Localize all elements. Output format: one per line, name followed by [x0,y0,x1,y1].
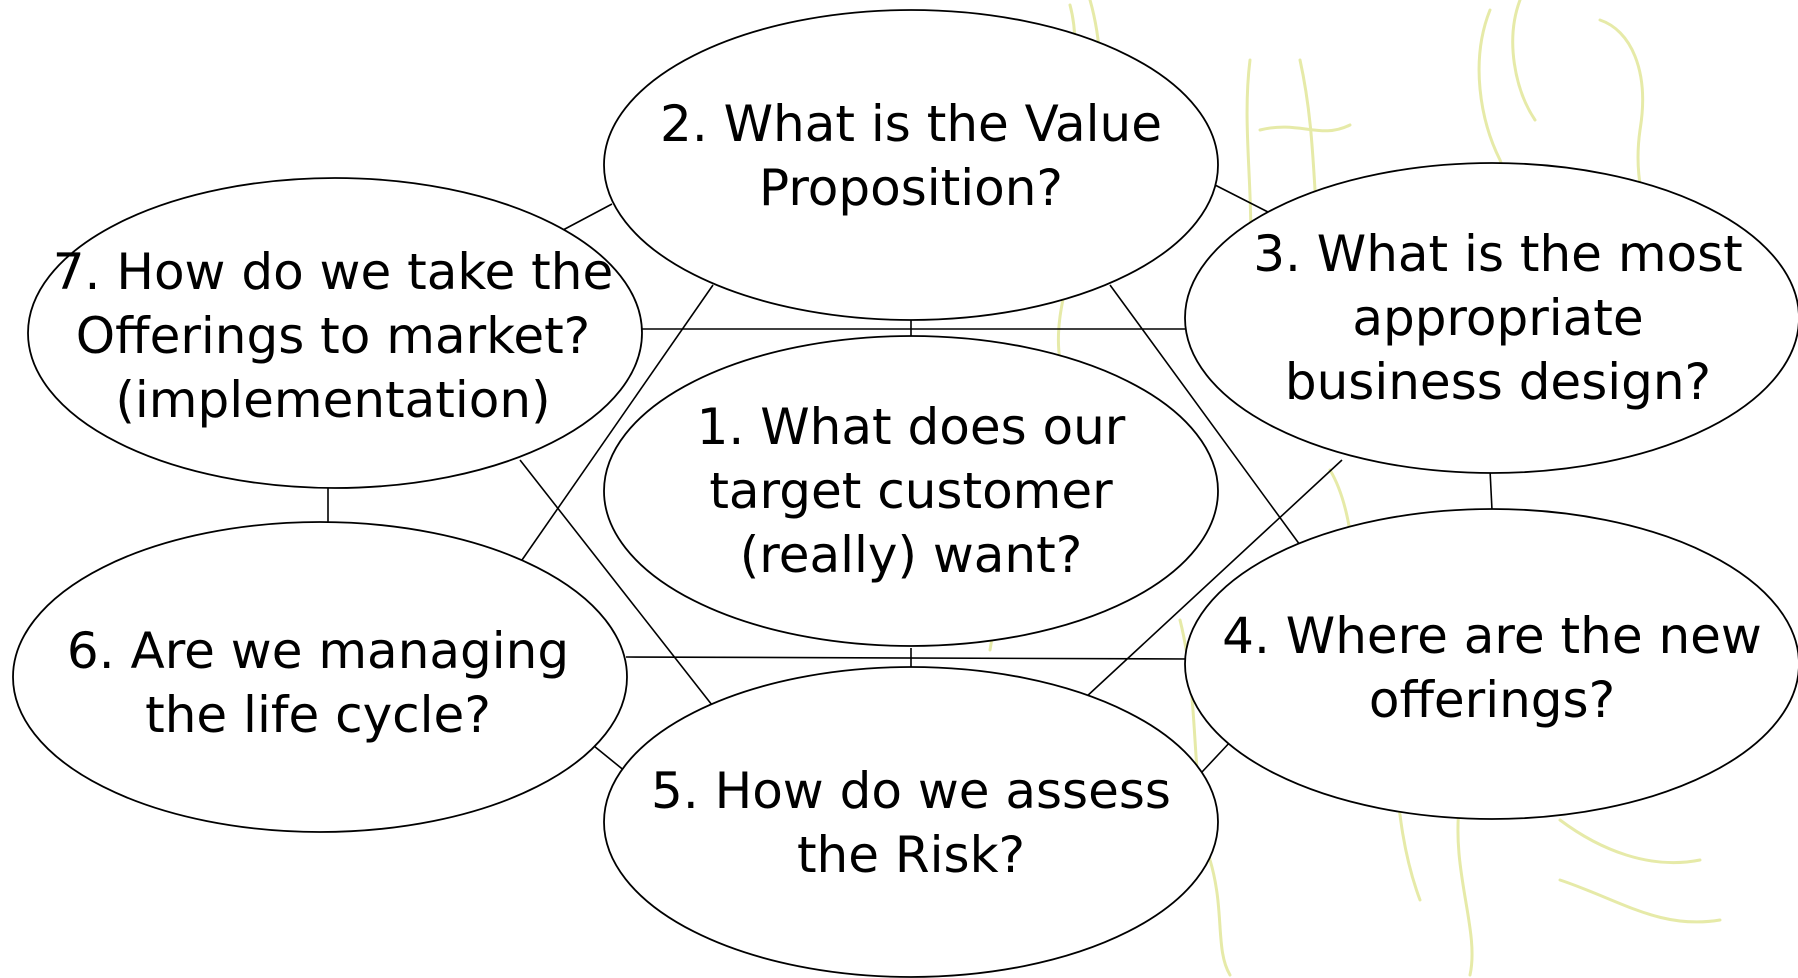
connector-line [562,203,613,231]
connector-line [1201,739,1233,773]
sketch-stroke [1558,818,1702,865]
node-label: 3. What is the most appropriate business d… [1253,225,1743,411]
node-label-line: appropriate [1352,289,1643,347]
node-business-design[interactable]: 3. What is the most appropriate business d… [1184,162,1798,474]
node-label-line: target customer [709,462,1113,520]
node-label: 6. Are we managing the life cycle? [67,622,569,744]
node-assess-risk[interactable]: 5. How do we assess the Risk? [603,666,1219,978]
connector-line [519,459,713,706]
node-label-line: (really) want? [740,526,1083,584]
node-label: 5. How do we assess the Risk? [651,762,1171,884]
connector-line [625,656,1193,660]
question-nodes: 1. What does our target customer (really) … [12,9,1798,978]
node-label-line: business design? [1285,353,1711,411]
sketch-stroke [1558,878,1722,924]
node-label-line: the life cycle? [145,686,491,744]
sketch-stroke [1258,123,1352,133]
node-label: 4. Where are the new offerings? [1222,607,1762,729]
node-ellipse [603,666,1219,978]
node-label-line: 1. What does our [697,398,1126,456]
connector-lines [327,184,1493,773]
connector-line [1489,469,1493,511]
connector-line [1084,459,1343,699]
node-new-offerings[interactable]: 4. Where are the new offerings? [1184,508,1798,820]
node-label-line: 7. How do we take the [53,243,613,301]
node-label-line: 5. How do we assess [651,762,1171,820]
node-label-line: (implementation) [115,371,550,429]
node-target-customer[interactable]: 1. What does our target customer (really) … [603,335,1219,647]
node-ellipse [27,177,643,489]
node-label-line: 2. What is the Value [660,95,1162,153]
node-label-line: 6. Are we managing [67,622,569,680]
connector-line [1109,284,1301,546]
node-ellipse [1184,162,1798,474]
node-label-line: Offerings to market? [76,307,590,365]
node-life-cycle[interactable]: 6. Are we managing the life cycle? [12,521,628,833]
node-label-line: 3. What is the most [1253,225,1743,283]
connector-line [1214,184,1269,213]
node-label-line: offerings? [1369,671,1615,729]
node-label-line: Proposition? [759,159,1063,217]
node-ellipse [12,521,628,833]
node-ellipse [1184,508,1798,820]
connector-line [521,284,714,561]
node-ellipse [603,9,1219,321]
connector-line [593,745,627,773]
sketch-stroke [1511,0,1537,122]
node-label-line: the Risk? [797,826,1025,884]
node-label-line: 4. Where are the new [1222,607,1762,665]
node-ellipse [603,335,1219,647]
node-label: 1. What does our target customer (really) … [697,398,1126,584]
